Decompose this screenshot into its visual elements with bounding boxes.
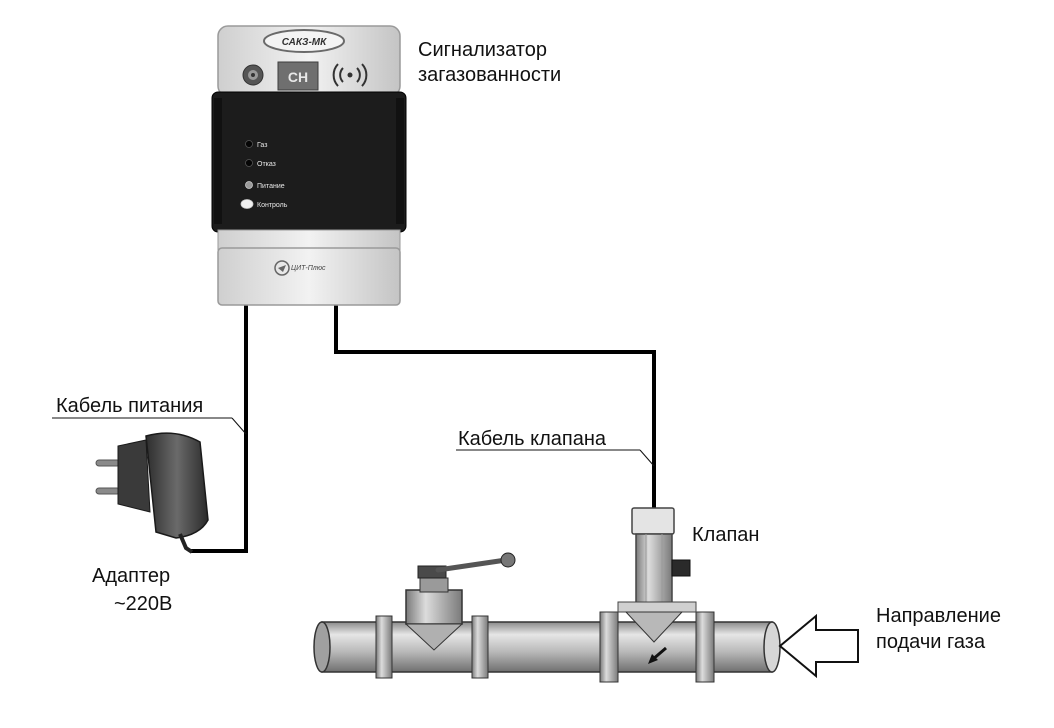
pipe-coupling — [471, 615, 489, 679]
manual-ball-valve — [404, 552, 516, 651]
plug-pin-bottom — [95, 487, 121, 495]
pipe-coupling — [599, 611, 619, 683]
solenoid-latch — [671, 559, 691, 577]
valve-cable-label: Кабель клапана — [458, 428, 607, 450]
indicator-control-label: Контроль — [257, 202, 288, 209]
indicator-gas-label: Газ — [257, 142, 267, 149]
indicator-fault: Отказ — [245, 159, 276, 168]
gas-code-text: CH — [288, 69, 308, 85]
power-adapter — [95, 432, 209, 554]
brand-badge — [263, 29, 345, 53]
device-base — [217, 247, 401, 306]
indicator-fault-label: Отказ — [257, 161, 276, 168]
gas-alarm-device: САКЗ-МК CH Газ Отказ — [211, 25, 407, 306]
pipe-coupling — [695, 611, 715, 683]
maker-logo-text: ЦИТ-Плюс — [291, 265, 326, 272]
indicator-power: Питание — [245, 181, 285, 190]
plug-pin-top — [95, 459, 121, 467]
device-caption-line2: загазованности — [418, 64, 561, 86]
solenoid-cap — [631, 507, 675, 535]
flow-direction-arrow-icon — [778, 613, 859, 679]
gas-pipe — [313, 611, 781, 683]
indicator-power-label: Питание — [257, 183, 285, 190]
indicator-gas: Газ — [245, 140, 267, 149]
flow-direction-line2: подачи газа — [876, 631, 986, 653]
power-cable-label: Кабель питания — [56, 395, 203, 417]
signal-waves-icon — [332, 63, 368, 87]
maker-logo: ЦИТ-Плюс — [274, 260, 326, 276]
power-cable — [190, 305, 248, 553]
device-caption-line1: Сигнализатор — [418, 39, 547, 61]
adapter-label-line2: ~220В — [114, 593, 172, 615]
device-front-panel — [211, 91, 407, 233]
device-bottom-cover — [217, 229, 401, 251]
indicator-control: Контроль — [240, 199, 288, 209]
pipe-coupling — [375, 615, 393, 679]
speaker-icon — [242, 64, 264, 86]
flow-direction-line1: Направление — [876, 605, 1001, 627]
flow-arrow-icon — [648, 646, 667, 664]
solenoid-coil — [635, 533, 673, 605]
solenoid-valve — [617, 507, 697, 664]
valve-label: Клапан — [692, 524, 759, 546]
brand-badge-text: САКЗ-МК — [282, 37, 327, 48]
valve-cable — [334, 305, 656, 510]
adapter-label-line1: Адаптер — [92, 565, 170, 587]
gas-code-plate — [277, 61, 319, 91]
